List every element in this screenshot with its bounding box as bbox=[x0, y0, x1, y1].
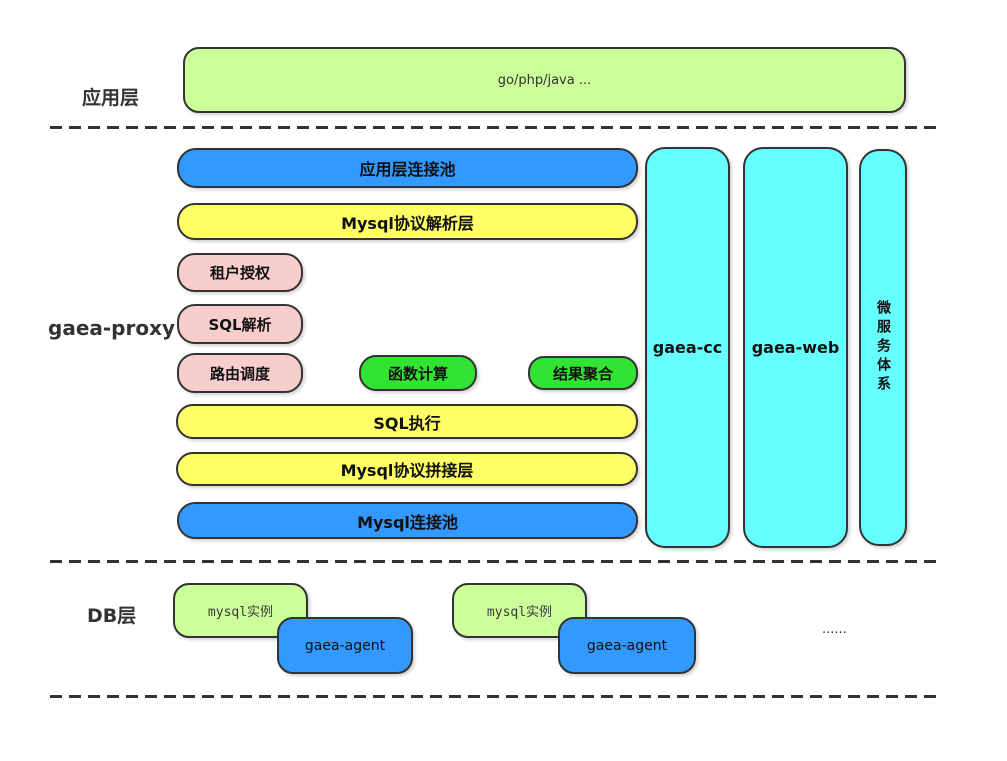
node-mysql-protocol-parse: Mysql协议解析层 bbox=[177, 203, 638, 240]
node-func-compute: 函数计算 bbox=[359, 355, 477, 391]
node-mysql-protocol-parse-label: Mysql协议解析层 bbox=[341, 213, 474, 233]
node-microservice-system: 微服务体系 bbox=[859, 149, 907, 546]
separator-app-proxy bbox=[50, 126, 940, 129]
node-gaea-web-label: gaea-web bbox=[751, 338, 840, 357]
node-mysql-instance-1-label: mysql实例 bbox=[207, 605, 274, 620]
node-mysql-protocol-assemble-label: Mysql协议拼接层 bbox=[340, 461, 474, 480]
node-sql-execute: SQL执行 bbox=[176, 404, 638, 439]
node-func-compute-label: 函数计算 bbox=[387, 364, 448, 383]
node-gaea-agent-1-label: gaea-agent bbox=[304, 637, 386, 654]
node-result-merge: 结果聚合 bbox=[528, 356, 638, 390]
node-mysql-instance-2-label: mysql实例 bbox=[486, 605, 553, 620]
node-mysql-connection-pool-label: Mysql连接池 bbox=[357, 512, 458, 532]
db-layer-label: DB层 bbox=[87, 605, 137, 627]
node-sql-execute-label: SQL执行 bbox=[373, 413, 441, 433]
proxy-layer-label: gaea-proxy bbox=[48, 316, 176, 340]
node-mysql-instance-1: mysql实例 bbox=[173, 583, 308, 638]
node-gaea-agent-2-label: gaea-agent bbox=[586, 637, 668, 654]
node-gaea-agent-2: gaea-agent bbox=[558, 617, 696, 674]
node-mysql-protocol-assemble: Mysql协议拼接层 bbox=[176, 452, 638, 486]
node-mysql-connection-pool: Mysql连接池 bbox=[177, 502, 638, 539]
node-app-connection-pool-label: 应用层连接池 bbox=[359, 160, 456, 179]
node-sql-parse: SQL解析 bbox=[177, 304, 303, 344]
app-layer-label: 应用层 bbox=[82, 87, 140, 109]
node-sql-parse-label: SQL解析 bbox=[208, 315, 272, 334]
node-microservice-system-label: 微服务体系 bbox=[875, 300, 891, 395]
node-app-connection-pool: 应用层连接池 bbox=[177, 148, 638, 188]
db-layer-ellipsis: ...... bbox=[822, 622, 847, 637]
separator-db-bottom bbox=[50, 695, 940, 698]
node-result-merge-label: 结果聚合 bbox=[552, 364, 613, 383]
node-route-dispatch-label: 路由调度 bbox=[209, 364, 270, 383]
node-gaea-cc: gaea-cc bbox=[645, 147, 730, 548]
node-app-runtime-label: go/php/java ... bbox=[497, 72, 592, 88]
node-gaea-cc-label: gaea-cc bbox=[652, 338, 723, 357]
node-gaea-agent-1: gaea-agent bbox=[277, 617, 413, 674]
node-gaea-web: gaea-web bbox=[743, 147, 848, 548]
node-app-runtime: go/php/java ... bbox=[183, 47, 906, 113]
node-tenant-auth: 租户授权 bbox=[177, 253, 303, 292]
separator-proxy-db bbox=[50, 560, 940, 563]
node-tenant-auth-label: 租户授权 bbox=[209, 264, 270, 282]
node-route-dispatch: 路由调度 bbox=[177, 353, 303, 393]
